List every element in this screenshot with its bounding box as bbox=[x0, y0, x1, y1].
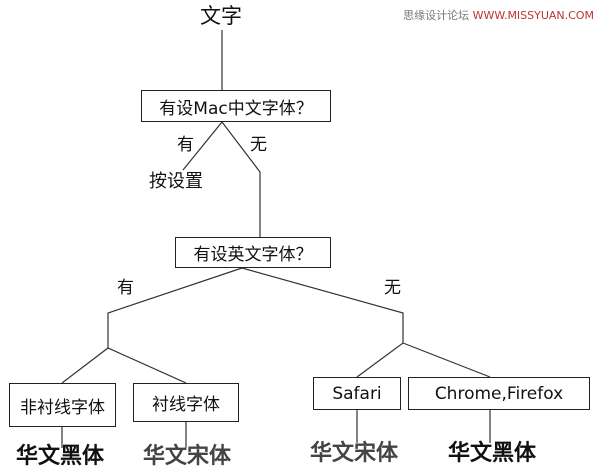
q1-no-label: 无 bbox=[250, 135, 267, 155]
sans-serif-font-box: 非衬线字体 bbox=[9, 383, 116, 427]
question-mac-chinese-font: 有设Mac中文字体？ bbox=[141, 90, 331, 122]
q2-no-branch bbox=[241, 267, 404, 343]
leaf-safari-result: 华文宋体 bbox=[310, 441, 399, 466]
q1-no-branch bbox=[221, 121, 261, 237]
q2-no-label: 无 bbox=[384, 278, 401, 298]
chrome-firefox-box: Chrome,Firefox bbox=[408, 377, 590, 410]
serif-font-box: 衬线字体 bbox=[133, 383, 239, 422]
watermark: 思缘设计论坛 WWW.MISSYUAN.COM bbox=[403, 7, 594, 23]
q2-yes-label: 有 bbox=[117, 278, 134, 298]
q1-yes-label: 有 bbox=[177, 135, 194, 155]
question-english-font: 有设英文字体？ bbox=[175, 237, 331, 268]
watermark-site: WWW.MISSYUAN.COM bbox=[472, 9, 594, 22]
q1-yes-branch bbox=[182, 121, 223, 171]
safari-box: Safari bbox=[313, 377, 401, 410]
leaf-serif-result: 华文宋体 bbox=[143, 444, 232, 469]
leaf-sans-result: 华文黑体 bbox=[16, 444, 105, 469]
leaf-chrome-result: 华文黑体 bbox=[448, 441, 537, 466]
by-setting-label: 按设置 bbox=[149, 171, 203, 192]
right-split bbox=[356, 342, 491, 378]
q2-yes-branch bbox=[107, 267, 243, 348]
watermark-text: 思缘设计论坛 bbox=[403, 9, 470, 22]
root-label: 文字 bbox=[200, 4, 242, 28]
left-split bbox=[61, 347, 187, 384]
